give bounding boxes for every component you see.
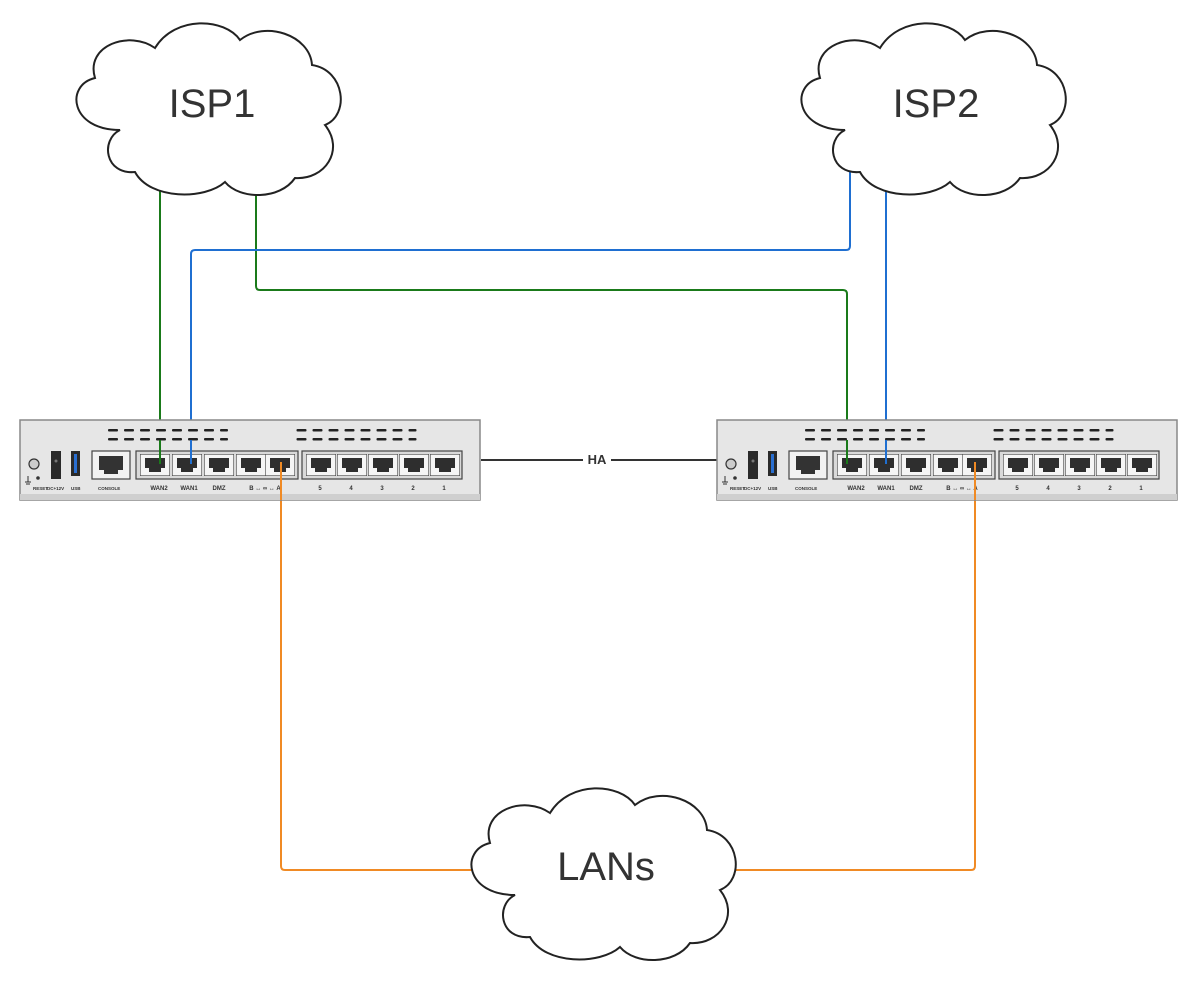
ground-screw-icon: [28, 458, 40, 470]
firewall-2: RESET DC+12V USB CONSOLE WAN2 WAN1 DMZ B…: [716, 419, 1178, 501]
port-wan2: [837, 454, 867, 476]
ground-symbol-icon: [25, 476, 31, 485]
dc-power-jack: [51, 451, 61, 479]
ha-label: HA: [588, 452, 607, 467]
cloud-shape: [800, 22, 1067, 196]
port-2: [1096, 454, 1126, 476]
wan1-label: WAN1: [877, 486, 895, 492]
port-2: [399, 454, 429, 476]
connections: [159, 164, 976, 871]
port-wan1: [869, 454, 899, 476]
port-4: [337, 454, 367, 476]
dc-label: DC+12V: [744, 486, 761, 491]
usb-label: USB: [768, 486, 778, 491]
cloud-shape: [75, 22, 342, 196]
dmz-label: DMZ: [910, 486, 923, 492]
port-1: [430, 454, 460, 476]
port-wan1: [172, 454, 202, 476]
console-label: CONSOLE: [795, 486, 817, 491]
port-a: [962, 454, 992, 476]
port-5-label: 5: [318, 486, 322, 492]
dc-label: DC+12V: [47, 486, 64, 491]
wan2-label: WAN2: [150, 486, 168, 492]
wan1-label: WAN1: [180, 486, 198, 492]
ground-screw-icon: [725, 458, 737, 470]
console-label: CONSOLE: [98, 486, 120, 491]
port-3-label: 3: [1077, 486, 1081, 492]
port-3: [1065, 454, 1095, 476]
reset-label: RESET: [33, 486, 48, 491]
cloud-shape: [470, 787, 737, 961]
port-2-label: 2: [411, 486, 415, 492]
cloud-label-lans: LANs: [557, 845, 655, 889]
chassis-base: [20, 494, 480, 500]
link-fw1-lans: [280, 470, 477, 871]
firewall-1: RESET DC+12V USB CONSOLE WAN2 WAN1 DMZ B…: [19, 419, 481, 501]
chassis-base: [717, 494, 1177, 500]
port-wan2: [140, 454, 170, 476]
cloud-label-isp1: ISP1: [169, 82, 256, 126]
link-isp2-fw1-wan1: [190, 164, 856, 462]
ba-label: B ↔ ∞ ↔ A: [249, 486, 281, 492]
dmz-label: DMZ: [213, 486, 226, 492]
dc-power-jack: [748, 451, 758, 479]
port-1-label: 1: [1139, 486, 1143, 492]
ba-label: B ↔ ∞ ↔ A: [946, 486, 978, 492]
port-1-label: 1: [442, 486, 446, 492]
cable-ends: [159, 440, 976, 500]
port-b: [236, 454, 266, 476]
console-port: [91, 450, 131, 480]
port-4-label: 4: [1046, 486, 1050, 492]
port-1: [1127, 454, 1157, 476]
usb-label: USB: [71, 486, 81, 491]
reset-button[interactable]: [36, 476, 40, 480]
port-b: [933, 454, 963, 476]
port-dmz: [901, 454, 931, 476]
link-isp1-fw2-wan2: [255, 184, 848, 462]
cloud-lans: LANs: [470, 787, 737, 961]
ground-symbol-icon: [722, 476, 728, 485]
port-5: [306, 454, 336, 476]
port-4: [1034, 454, 1064, 476]
reset-button[interactable]: [733, 476, 737, 480]
port-dmz: [204, 454, 234, 476]
wan2-label: WAN2: [847, 486, 865, 492]
port-3: [368, 454, 398, 476]
port-5-label: 5: [1015, 486, 1019, 492]
port-5: [1003, 454, 1033, 476]
port-2-label: 2: [1108, 486, 1112, 492]
link-fw2-lans: [728, 498, 976, 871]
cloud-isp1: ISP1: [75, 22, 342, 196]
cloud-isp2: ISP2: [800, 22, 1067, 196]
port-4-label: 4: [349, 486, 353, 492]
cloud-label-isp2: ISP2: [893, 82, 980, 126]
port-3-label: 3: [380, 486, 384, 492]
reset-label: RESET: [730, 486, 745, 491]
